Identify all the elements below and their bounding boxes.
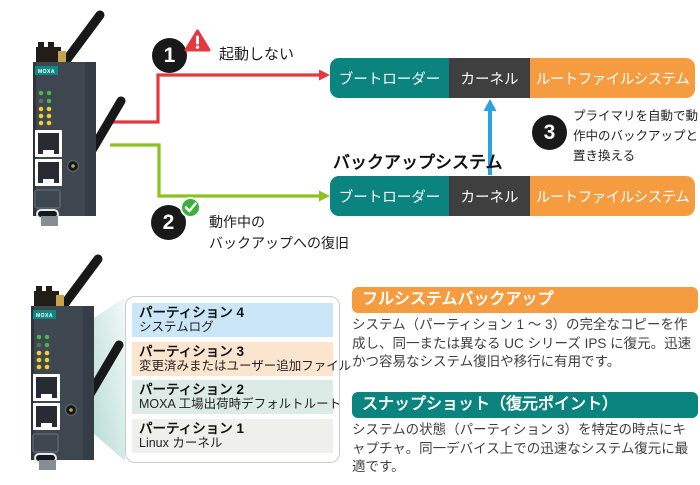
snapshot-header: スナップショット（復元ポイント） xyxy=(352,392,698,418)
primary-kernel-segment: カーネル xyxy=(449,58,530,98)
step-2-circle: 2 xyxy=(151,205,186,240)
step-3-circle: 3 xyxy=(532,115,567,150)
step-2-label: 動作中の バックアップへの復旧 xyxy=(209,212,349,254)
partition-row-4: パーティション 4 システムログ xyxy=(132,303,333,337)
partition-stack: パーティション 4 システムログ パーティション 3 変更済みまたはユーザー追加… xyxy=(125,296,352,463)
device-to-partitions-beam xyxy=(94,297,125,461)
partition-3-title: パーティション 3 xyxy=(139,343,244,359)
snapshot-body: システムの状態（パーティション 3）を特定の時点にキャプチャ。同一デバイス上での… xyxy=(352,422,689,474)
backup-system-bar: ブートローダー カーネル ルートファイルシステム xyxy=(330,176,695,216)
replace-primary-arrow xyxy=(483,99,497,175)
warning-icon xyxy=(184,29,211,52)
backup-bootloader-segment: ブートローダー xyxy=(330,176,449,216)
partition-row-3: パーティション 3 変更済みまたはユーザー追加ファイル xyxy=(132,341,352,376)
partition-row-1: パーティション 1 Linux カーネル xyxy=(132,418,333,453)
partition-3-desc: 変更済みまたはユーザー追加ファイル xyxy=(139,358,352,373)
step-3-label: プライマリを自動で動作中のバックアップと置き換える xyxy=(573,109,699,163)
partition-row-2: パーティション 2 MOXA 工場出荷時デフォルトルート xyxy=(132,380,342,414)
moxa-device-top xyxy=(28,6,128,231)
partition-4-title: パーティション 4 xyxy=(139,305,244,320)
step-2-label-line1: 動作中の xyxy=(209,214,265,230)
partition-1-desc: Linux カーネル xyxy=(139,435,223,450)
step-2-label-line2: バックアップへの復旧 xyxy=(209,235,349,251)
partition-2-title: パーティション 2 xyxy=(139,382,244,397)
full-system-backup-header: フルシステムバックアップ xyxy=(352,287,698,313)
check-icon xyxy=(180,197,201,218)
recover-to-backup-arrow xyxy=(110,143,330,202)
partition-4-desc: システムログ xyxy=(139,320,214,334)
moxa-device-bottom xyxy=(26,250,126,475)
primary-system-bar: ブートローダー カーネル ルートファイルシステム xyxy=(330,58,695,98)
backup-system-label: バックアップシステム xyxy=(333,153,503,172)
full-system-backup-body: システム（パーティション 1 ～ 3）の完全なコピーを作成し、同一または異なる … xyxy=(352,317,692,369)
primary-bootloader-segment: ブートローダー xyxy=(330,58,449,98)
partition-1-title: パーティション 1 xyxy=(139,420,244,436)
step-1-label: 起動しない xyxy=(219,46,295,63)
partition-2-desc: MOXA 工場出荷時デフォルトルート xyxy=(139,397,342,411)
backup-rootfs-segment: ルートファイルシステム xyxy=(530,176,695,216)
primary-rootfs-segment: ルートファイルシステム xyxy=(530,58,695,98)
backup-kernel-segment: カーネル xyxy=(449,176,530,216)
boot-fail-arrow xyxy=(110,69,330,124)
step-1-circle: 1 xyxy=(152,38,187,73)
